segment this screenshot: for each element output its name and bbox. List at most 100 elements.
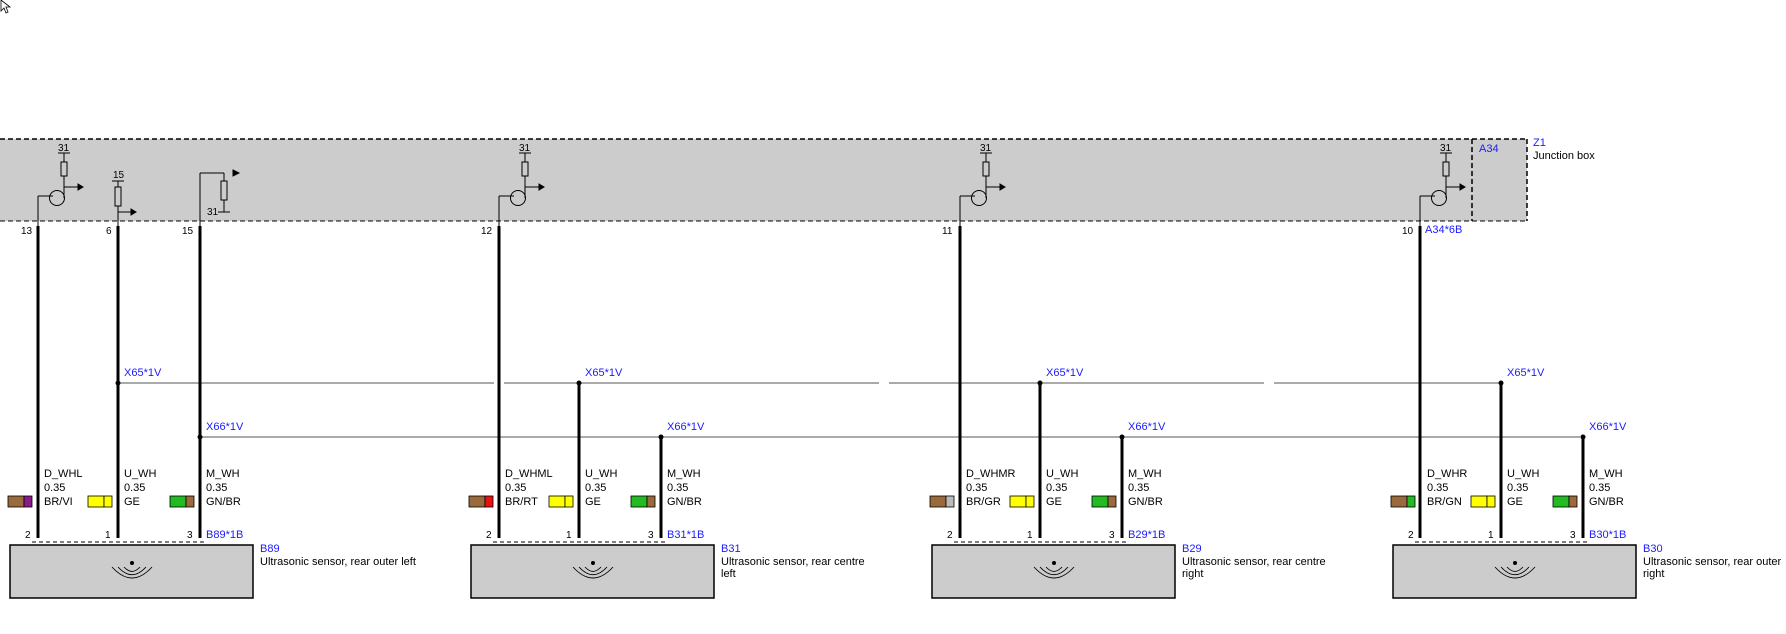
sensor-pin-number: 2 [25, 530, 31, 541]
sensor-name: Ultrasonic sensor, rear outer [1643, 556, 1782, 568]
sensor-name: Ultrasonic sensor, rear centre [721, 556, 865, 568]
wire-color-code: GE [1046, 496, 1062, 508]
ultrasonic-icon [111, 561, 153, 579]
splice-dot [1580, 434, 1586, 440]
wire-color-code: BR/GN [1427, 496, 1462, 508]
transistor-icon [1419, 152, 1466, 226]
sensor-name: Ultrasonic sensor, rear outer left [260, 556, 416, 568]
sensor-connector-label: B31*1B [667, 529, 704, 541]
connector-label-x65: X65*1V [585, 367, 623, 379]
module-label: A34 [1479, 143, 1499, 155]
wire-color-swatch [468, 495, 494, 508]
wire-name: M_WH [1589, 468, 1623, 480]
wire-color-swatch [169, 495, 195, 508]
pullup-resistor-icon [112, 180, 137, 226]
sensor-pin-number: 1 [1488, 530, 1494, 541]
junction-pin-number: 13 [21, 226, 33, 237]
connector-label-x66: X66*1V [206, 421, 244, 433]
sensor-pin-number: 3 [1109, 530, 1115, 541]
main-wires [36, 226, 1422, 538]
transistor-icon [37, 152, 84, 226]
connector-label-x66: X66*1V [667, 421, 705, 433]
ultrasonic-icon [1494, 561, 1536, 579]
wire-color-swatch [548, 495, 574, 508]
junction-box-connector: A34*6B [1425, 224, 1462, 236]
ground-label: 31 [1440, 143, 1452, 154]
sensor-pin-number: 3 [187, 530, 193, 541]
wire-name: U_WH [1507, 468, 1539, 480]
wire-size: 0.35 [1427, 482, 1448, 494]
wire-name: U_WH [585, 468, 617, 480]
wire-color-code: BR/VI [44, 496, 73, 508]
sensor-pin-number: 1 [105, 530, 111, 541]
junction-box[interactable] [0, 138, 1528, 222]
sensor-id: B31 [721, 543, 741, 555]
junction-box-id: Z1 [1533, 137, 1546, 149]
wire-name: D_WHL [44, 468, 83, 480]
ultrasonic-icon [1033, 561, 1075, 579]
sensor-id: B29 [1182, 543, 1202, 555]
wire-name: D_WHML [505, 468, 553, 480]
splice-dot [1037, 380, 1043, 386]
sensor-b30[interactable]: X65*1VX66*1VD_WHR0.35BR/GN2U_WH0.35GE1M_… [1390, 367, 1782, 599]
sensor-b31[interactable]: X65*1VX66*1VD_WHML0.35BR/RT2U_WH0.35GE1M… [468, 367, 865, 599]
sensor-pin-number: 2 [1408, 530, 1414, 541]
sensor-pin-number: 1 [1027, 530, 1033, 541]
sensor-b89[interactable]: X65*1VX66*1VD_WHL0.35BR/VI2U_WH0.35GE1M_… [7, 367, 416, 599]
sensor-id: B89 [260, 543, 280, 555]
wire-size: 0.35 [966, 482, 987, 494]
sensor-pin-number: 2 [486, 530, 492, 541]
wire-color-swatch [87, 495, 113, 508]
wire-color-code: GE [124, 496, 140, 508]
sensor-name-line2: left [721, 568, 736, 580]
splice-dot [576, 380, 582, 386]
sensor-name-line2: right [1643, 568, 1664, 580]
transistor-icon [959, 152, 1006, 226]
splice-dot [1498, 380, 1504, 386]
wire-name: M_WH [206, 468, 240, 480]
sensor-b29[interactable]: X65*1VX66*1VD_WHMR0.35BR/GR2U_WH0.35GE1M… [929, 367, 1326, 599]
wire-name: U_WH [1046, 468, 1078, 480]
wire-size: 0.35 [1128, 482, 1149, 494]
junction-pin-number: 15 [182, 226, 194, 237]
junction-pin-number: 11 [942, 226, 953, 237]
internal-circuits [37, 152, 1466, 226]
wire-size: 0.35 [505, 482, 526, 494]
mouse-cursor-icon [0, 0, 12, 14]
ground-label: 31 [519, 143, 531, 154]
sensor-pin-number: 3 [1570, 530, 1576, 541]
wire-color-swatch [929, 495, 955, 508]
connector-label-x66: X66*1V [1128, 421, 1166, 433]
wire-color-code: GE [1507, 496, 1523, 508]
wire-name: D_WHR [1427, 468, 1467, 480]
wire-name: U_WH [124, 468, 156, 480]
junction-pin-number: 6 [106, 226, 112, 237]
wire-size: 0.35 [1507, 482, 1528, 494]
sensor-pin-number: 2 [947, 530, 953, 541]
wire-size: 0.35 [1589, 482, 1610, 494]
pulldown-resistor-icon [199, 169, 241, 226]
junction-pin-number: 10 [1402, 226, 1414, 237]
wire-size: 0.35 [124, 482, 145, 494]
junction-box-title: Junction box [1533, 150, 1595, 162]
junction-pin-number: 12 [481, 226, 493, 237]
ground-label: 31 [980, 143, 992, 154]
connector-label-x65: X65*1V [1507, 367, 1545, 379]
sensor-name: Ultrasonic sensor, rear centre [1182, 556, 1326, 568]
wire-color-swatch [7, 495, 33, 508]
splice-dot [658, 434, 664, 440]
splice-dot [1119, 434, 1125, 440]
sensor-id: B30 [1643, 543, 1663, 555]
bus-lines [119, 382, 1580, 438]
wire-color-code: GN/BR [1128, 496, 1163, 508]
wire-color-swatch [1470, 495, 1496, 508]
ground-label: 31 [58, 143, 70, 154]
wire-name: M_WH [667, 468, 701, 480]
ultrasonic-icon [572, 561, 614, 579]
connector-label-x65: X65*1V [1046, 367, 1084, 379]
wire-color-swatch [1091, 495, 1117, 508]
wire-color-code: GN/BR [1589, 496, 1624, 508]
transistor-icon [498, 152, 545, 226]
splice-dot [197, 434, 203, 440]
